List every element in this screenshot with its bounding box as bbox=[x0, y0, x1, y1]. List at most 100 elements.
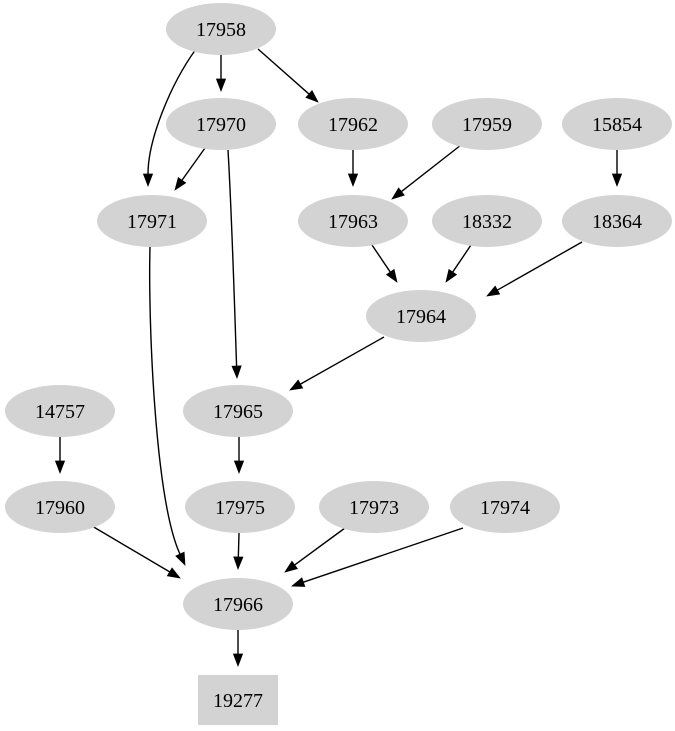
graph-edge bbox=[289, 336, 385, 391]
graph-edge bbox=[391, 144, 462, 200]
arrowhead-icon bbox=[233, 460, 245, 474]
graph-node-17973[interactable]: 17973 bbox=[319, 481, 429, 533]
graph-node-19277[interactable]: 19277 bbox=[198, 675, 278, 725]
graph-node-17971[interactable]: 17971 bbox=[97, 195, 207, 247]
graph-edge bbox=[174, 147, 206, 191]
node-ellipse-shape[interactable] bbox=[185, 481, 295, 533]
node-ellipse-shape[interactable] bbox=[298, 98, 408, 150]
graph-edge bbox=[257, 48, 319, 103]
edge-line bbox=[181, 147, 206, 181]
edge-line bbox=[452, 244, 472, 273]
arrowhead-icon bbox=[385, 268, 398, 283]
graph-edge bbox=[148, 246, 186, 566]
node-ellipse-shape[interactable] bbox=[298, 195, 408, 247]
graph-node-17960[interactable]: 17960 bbox=[5, 481, 115, 533]
arrowhead-icon bbox=[166, 567, 181, 579]
node-label: 17974 bbox=[480, 497, 530, 519]
arrowhead-icon bbox=[289, 379, 304, 391]
graph-node-17975[interactable]: 17975 bbox=[185, 481, 295, 533]
graph-edge bbox=[445, 244, 472, 283]
graph-edge bbox=[284, 527, 346, 573]
node-ellipse-shape[interactable] bbox=[166, 98, 276, 150]
nodes-layer: 17958 17970 17962 17959 15854 17971 17963 18332… bbox=[5, 3, 672, 725]
node-label: 17959 bbox=[462, 114, 512, 136]
node-ellipse-shape[interactable] bbox=[319, 481, 429, 533]
graph-edge bbox=[291, 527, 464, 587]
graph-edge bbox=[486, 241, 583, 297]
arrowhead-icon bbox=[347, 173, 359, 187]
graph-node-14757[interactable]: 14757 bbox=[5, 385, 115, 437]
graph-edge bbox=[233, 437, 245, 474]
edge-line bbox=[237, 532, 240, 558]
arrowhead-icon bbox=[142, 173, 154, 187]
graph-edge bbox=[215, 55, 227, 92]
graph-node-17959[interactable]: 17959 bbox=[432, 98, 542, 150]
graph-edge bbox=[54, 437, 66, 474]
arrowhead-icon bbox=[486, 285, 501, 297]
node-label: 17958 bbox=[196, 19, 246, 41]
node-ellipse-shape[interactable] bbox=[5, 481, 115, 533]
graph-node-17970[interactable]: 17970 bbox=[166, 98, 276, 150]
arrowhead-icon bbox=[305, 89, 319, 103]
node-label: 18364 bbox=[592, 211, 642, 233]
arrowhead-icon bbox=[284, 560, 298, 573]
node-ellipse-shape[interactable] bbox=[432, 195, 542, 247]
arrowhead-icon bbox=[291, 577, 306, 587]
edge-line bbox=[148, 246, 181, 555]
graph-node-17974[interactable]: 17974 bbox=[450, 481, 560, 533]
node-ellipse-shape[interactable] bbox=[450, 481, 560, 533]
edge-line bbox=[401, 144, 462, 193]
graph-edge bbox=[611, 150, 623, 187]
graph-node-18364[interactable]: 18364 bbox=[562, 195, 672, 247]
node-label: 17964 bbox=[396, 306, 446, 328]
graph-edge bbox=[91, 525, 181, 579]
node-ellipse-shape[interactable] bbox=[366, 290, 476, 342]
graph-node-17965[interactable]: 17965 bbox=[183, 385, 293, 437]
node-label: 19277 bbox=[213, 690, 263, 712]
edge-line bbox=[300, 336, 385, 385]
graph-edge bbox=[227, 149, 242, 379]
edge-line bbox=[497, 241, 583, 291]
node-ellipse-shape[interactable] bbox=[183, 578, 293, 630]
arrowhead-icon bbox=[232, 653, 244, 667]
graph-node-17958[interactable]: 17958 bbox=[166, 3, 276, 55]
arrowhead-icon bbox=[611, 173, 623, 187]
arrowhead-icon bbox=[174, 176, 187, 191]
graph-node-17964[interactable]: 17964 bbox=[366, 290, 476, 342]
graph-node-17966[interactable]: 17966 bbox=[183, 578, 293, 630]
graph-node-15854[interactable]: 15854 bbox=[562, 98, 672, 150]
node-label: 14757 bbox=[35, 401, 85, 423]
graph-node-17962[interactable]: 17962 bbox=[298, 98, 408, 150]
graph-node-17963[interactable]: 17963 bbox=[298, 195, 408, 247]
node-label: 18332 bbox=[462, 211, 512, 233]
node-ellipse-shape[interactable] bbox=[562, 98, 672, 150]
graph-edge bbox=[371, 244, 398, 283]
graph-node-18332[interactable]: 18332 bbox=[432, 195, 542, 247]
edges-layer bbox=[54, 48, 623, 667]
node-ellipse-shape[interactable] bbox=[432, 98, 542, 150]
edge-line bbox=[91, 525, 171, 573]
edge-line bbox=[147, 48, 197, 175]
node-label: 15854 bbox=[592, 114, 642, 136]
node-box-shape[interactable] bbox=[198, 675, 278, 725]
node-label: 17973 bbox=[349, 497, 399, 519]
edge-line bbox=[294, 527, 346, 566]
node-ellipse-shape[interactable] bbox=[5, 385, 115, 437]
node-label: 17966 bbox=[213, 594, 263, 616]
graph-edge bbox=[232, 630, 244, 667]
node-ellipse-shape[interactable] bbox=[166, 3, 276, 55]
arrowhead-icon bbox=[391, 187, 405, 200]
arrowhead-icon bbox=[233, 556, 244, 570]
arrowhead-icon bbox=[215, 78, 227, 92]
arrowhead-icon bbox=[445, 268, 458, 283]
graph-edge bbox=[142, 48, 197, 187]
node-ellipse-shape[interactable] bbox=[97, 195, 207, 247]
node-ellipse-shape[interactable] bbox=[183, 385, 293, 437]
graph-edge bbox=[233, 532, 244, 570]
node-ellipse-shape[interactable] bbox=[562, 195, 672, 247]
node-label: 17963 bbox=[328, 211, 378, 233]
edge-line bbox=[257, 48, 310, 95]
edge-line bbox=[227, 149, 238, 367]
